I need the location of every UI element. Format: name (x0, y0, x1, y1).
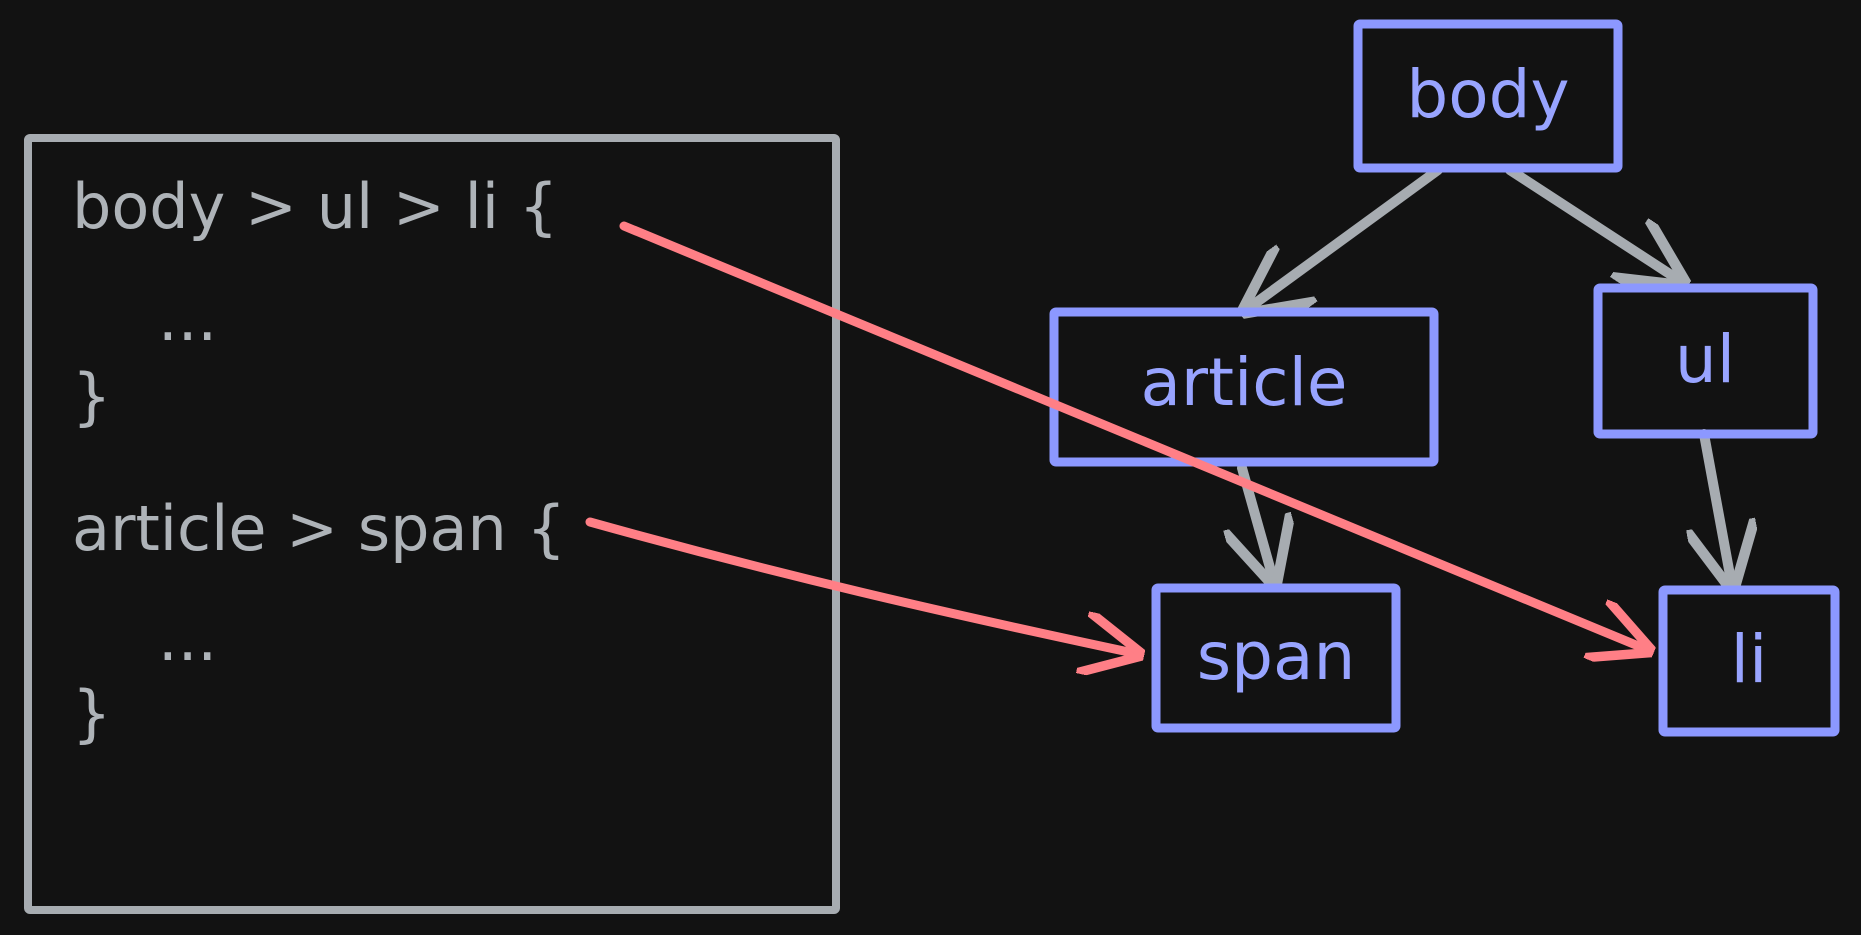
node-li-label: li (1731, 621, 1768, 698)
node-span-box (1151, 583, 1401, 733)
dom-tree: body article ul span li (1049, 19, 1840, 737)
code-line-2: ... (158, 282, 217, 355)
code-line-6: } (72, 677, 111, 750)
code-line-1: body > ul > li { (72, 170, 558, 243)
code-line-4: article > span { (72, 492, 566, 565)
node-li-box (1658, 585, 1840, 737)
node-span-label: span (1197, 618, 1356, 695)
code-line-3: } (72, 360, 111, 433)
mapping-arrow-span (585, 517, 1138, 654)
selector-mapping-arrows (585, 221, 1648, 654)
edge-body-ul (1505, 165, 1682, 282)
css-code-box (24, 134, 840, 914)
node-body-box (1353, 19, 1623, 173)
node-ul-box (1593, 283, 1818, 439)
code-line-5: ... (158, 602, 217, 675)
edge-body-article (1246, 165, 1443, 310)
edge-ul-li (1704, 429, 1732, 586)
tree-node-body: body (1353, 19, 1623, 173)
css-code-panel: body > ul > li { ... } article > span { … (24, 134, 840, 914)
tree-node-article: article (1049, 307, 1439, 467)
node-article-box (1049, 307, 1439, 467)
node-body-label: body (1406, 56, 1569, 133)
mapping-arrow-li (619, 221, 1648, 650)
tree-edges (1242, 165, 1732, 586)
node-ul-label: ul (1675, 321, 1735, 398)
node-article-label: article (1140, 344, 1347, 421)
tree-node-span: span (1151, 583, 1401, 733)
tree-node-ul: ul (1593, 283, 1818, 439)
tree-node-li: li (1658, 585, 1840, 737)
